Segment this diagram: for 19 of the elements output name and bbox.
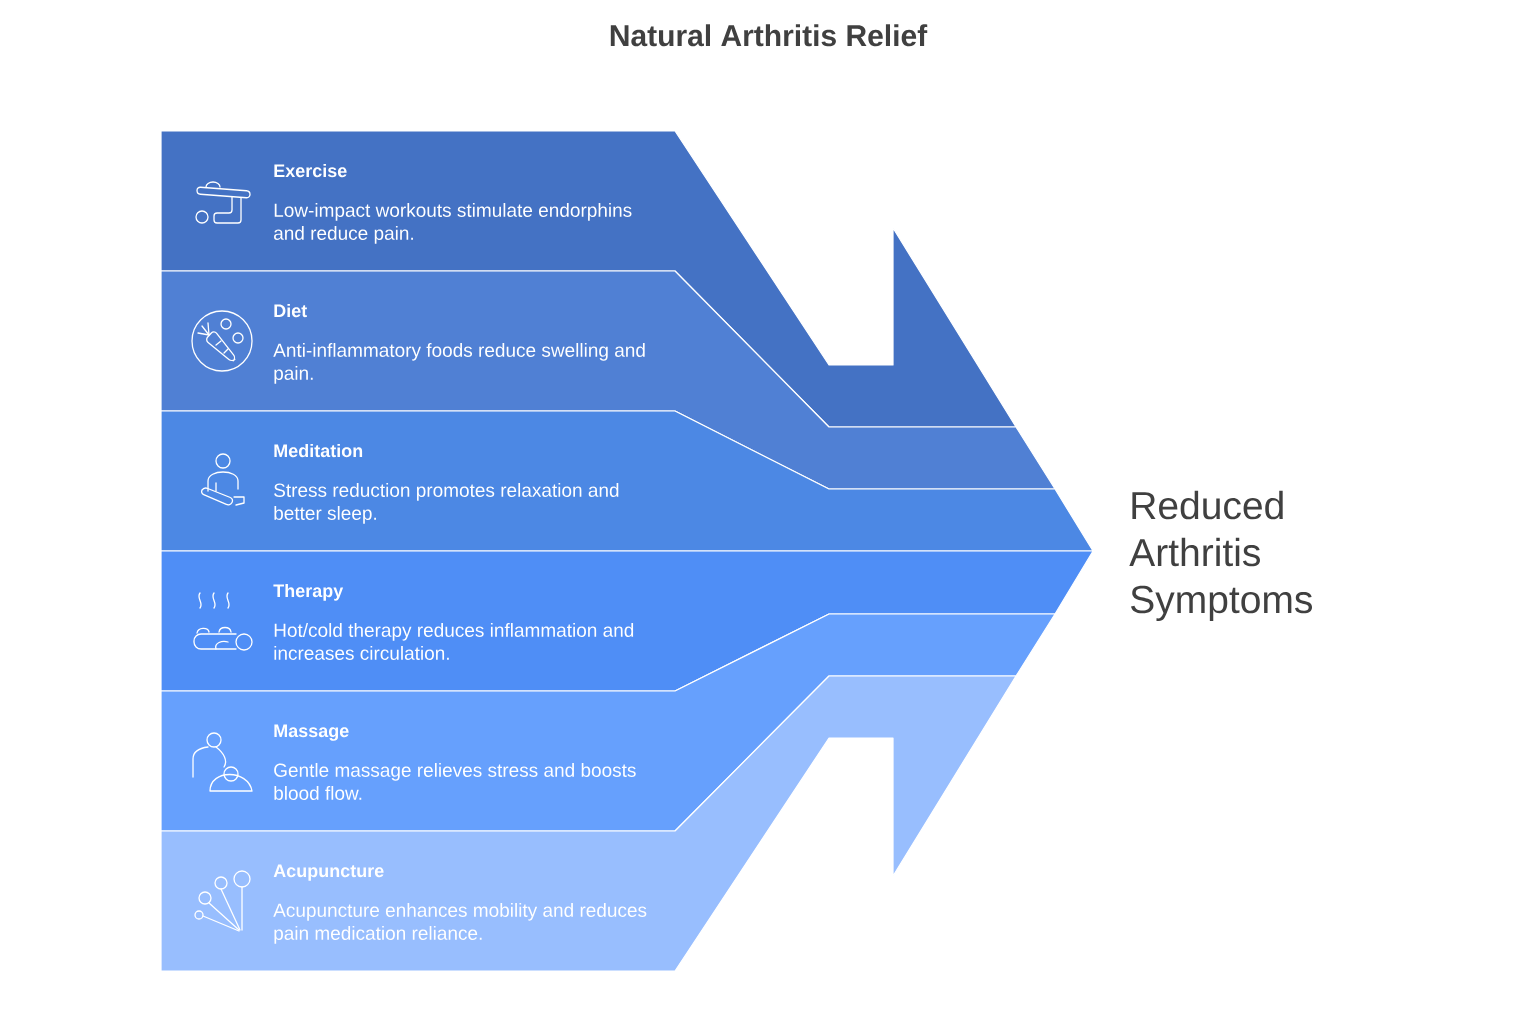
arrow-band	[160, 410, 1094, 552]
description: Low-impact workouts stimulate endorphins and reduce pain.	[274, 203, 632, 244]
arrow-band	[160, 130, 1017, 428]
arrow-band	[160, 613, 1056, 832]
description: Hot/cold therapy reduces inflammation and increases circulation.	[274, 623, 634, 660]
description: Gentle massage relieves stress and boosts blood flow.	[274, 763, 636, 800]
title: Natural Arthritis Relief	[610, 24, 928, 47]
arrow-band	[160, 675, 1017, 972]
heading: Diet	[274, 303, 307, 318]
heading: Acupuncture	[273, 864, 384, 881]
heading: Meditation	[274, 443, 363, 458]
heading: Therapy	[273, 583, 344, 601]
description: Anti-inflammatory foods reduce swelling and pain.	[273, 343, 645, 384]
description: Stress reduction promotes relaxation and better sleep.	[274, 483, 619, 524]
heading: Exercise	[274, 163, 347, 178]
heading: Massage	[274, 724, 349, 741]
arrow-band	[160, 550, 1094, 692]
outcome-label: Reduced Arthritis Symptoms	[1129, 490, 1312, 622]
description: Acupuncture enhances mobility and reduces pain medication reliance.	[273, 903, 647, 944]
